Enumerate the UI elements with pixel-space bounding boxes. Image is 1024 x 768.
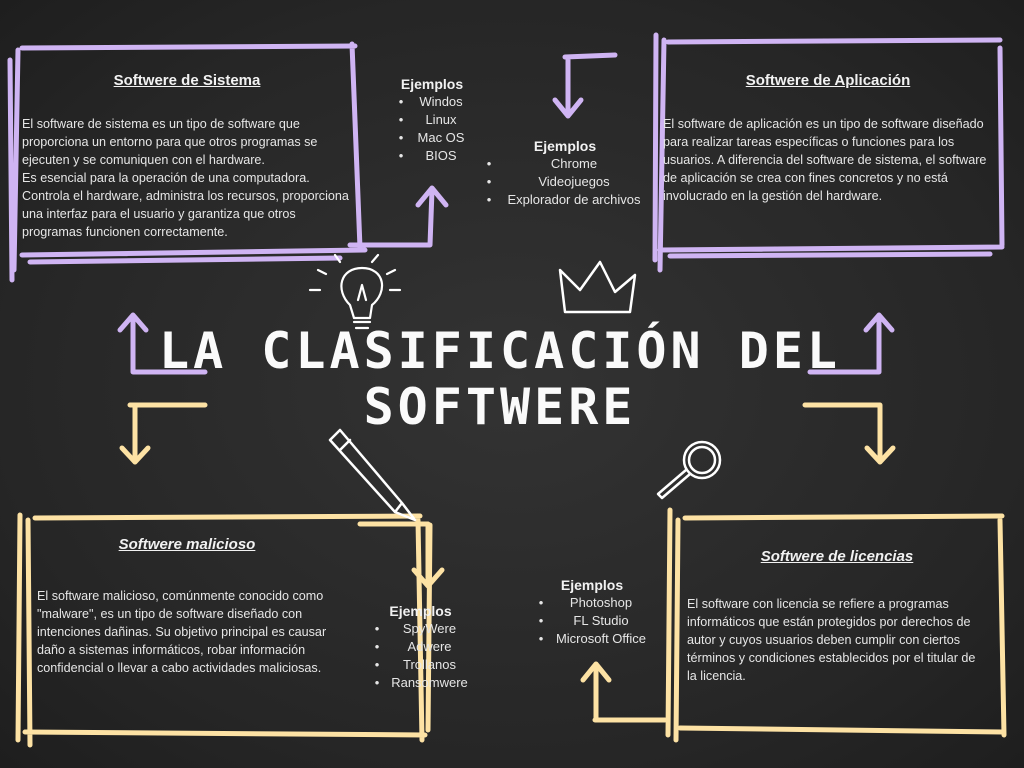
licencias-card: Softwere de licencias El software con li… — [687, 548, 987, 685]
example-item: Microsoft Office — [532, 630, 652, 648]
example-item: FL Studio — [532, 612, 652, 630]
pencil-icon — [328, 428, 417, 522]
licencias-heading: Softwere de licencias — [760, 548, 914, 565]
main-title-line2: SOFTWERE — [363, 378, 637, 436]
example-item: Trollanos — [368, 656, 473, 674]
licencias-examples: Ejemplos Photoshop FL Studio Microsoft O… — [532, 576, 652, 648]
example-item: Videojuegos — [480, 173, 650, 191]
example-item: Chrome — [480, 155, 650, 173]
main-title-line1: LA CLASIFICACIÓN DEL — [158, 322, 842, 380]
example-item: Adwere — [368, 638, 473, 656]
arrow-down-aplicacion-icon — [552, 52, 618, 119]
lightbulb-icon — [308, 253, 402, 330]
aplicacion-heading: Softwere de Aplicación — [745, 72, 911, 89]
example-item: Ransomwere — [368, 674, 473, 692]
yellow-frames — [15, 402, 1007, 748]
crown-icon — [558, 260, 637, 314]
arrow-up-sistema-icon — [347, 185, 449, 248]
arrow-down-malicioso-icon — [357, 521, 445, 589]
example-item: Windos — [392, 93, 472, 111]
arrow-up-licencias-icon — [580, 661, 668, 723]
arrow-down-right-icon — [802, 402, 896, 465]
sistema-body: El software de sistema es un tipo de sof… — [22, 117, 349, 239]
example-item: Explorador de archivos — [480, 191, 650, 209]
licencias-body: El software con licencia se refiere a pr… — [687, 597, 976, 683]
examples-title: Ejemplos — [533, 138, 597, 154]
examples-title: Ejemplos — [400, 76, 464, 92]
malicioso-heading: Softwere malicioso — [118, 536, 256, 553]
example-item: Linux — [392, 111, 472, 129]
arrow-up-right-icon — [807, 312, 895, 375]
purple-frames — [7, 32, 1005, 375]
sistema-examples: Ejemplos Windos Linux Mac OS BIOS — [392, 75, 472, 165]
malicioso-card: Softwere malicioso El software malicioso… — [37, 536, 337, 677]
example-item: SpyWere — [368, 620, 473, 638]
malicioso-body: El software malicioso, comúnmente conoci… — [37, 589, 327, 675]
sistema-heading: Softwere de Sistema — [113, 72, 261, 89]
sistema-card: Softwere de Sistema El software de siste… — [22, 72, 352, 241]
aplicacion-examples: Ejemplos Chrome Videojuegos Explorador d… — [480, 137, 650, 209]
magnifier-icon — [656, 440, 722, 500]
arrow-down-left-icon — [119, 402, 208, 465]
example-item: Mac OS — [392, 129, 472, 147]
aplicacion-card: Softwere de Aplicación El software de ap… — [663, 72, 993, 205]
example-item: Photoshop — [532, 594, 652, 612]
example-item: BIOS — [392, 147, 472, 165]
aplicacion-body: El software de aplicación es un tipo de … — [663, 117, 987, 203]
examples-title: Ejemplos — [560, 577, 624, 593]
examples-title: Ejemplos — [389, 603, 452, 619]
arrow-up-left-icon — [117, 312, 208, 375]
malicioso-examples: Ejemplos SpyWere Adwere Trollanos Ransom… — [368, 602, 473, 692]
